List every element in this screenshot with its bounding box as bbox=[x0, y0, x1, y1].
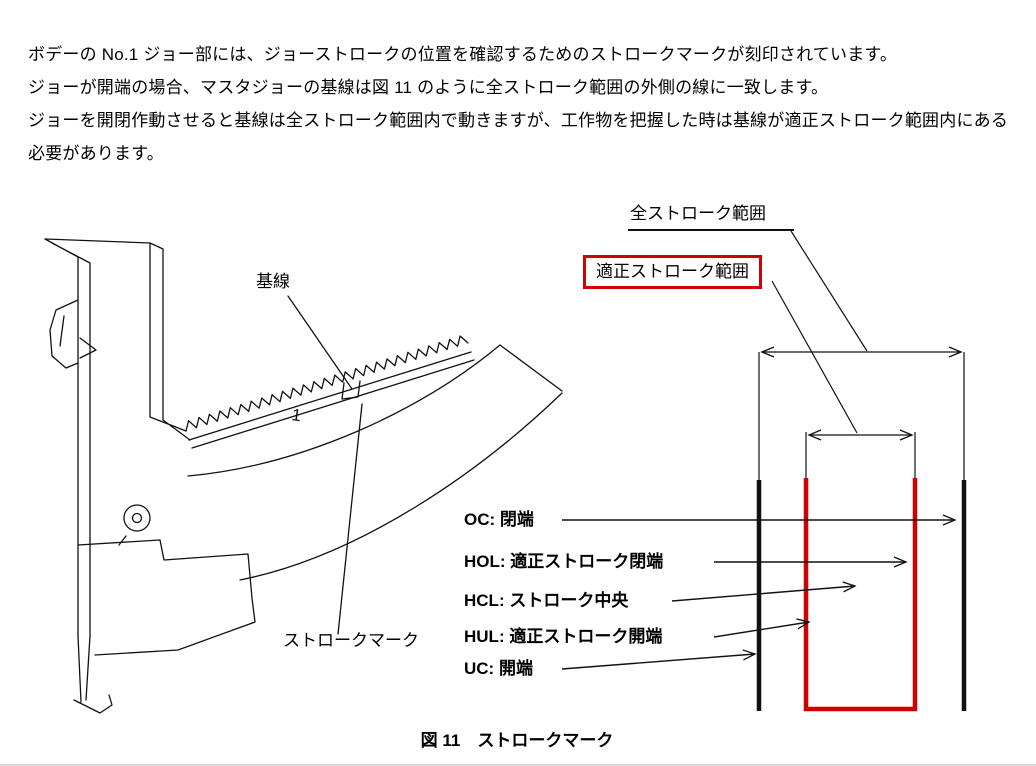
annotation-oc: OC: 閉端 bbox=[464, 510, 534, 529]
full-stroke-leader-line bbox=[790, 230, 868, 352]
hul-arrow bbox=[713, 618, 811, 638]
intro-text-block: ボデーの No.1 ジョー部には、ジョーストロークの位置を確認するためのストロー… bbox=[28, 38, 1016, 170]
full-stroke-range-label: 全ストローク範囲 bbox=[628, 204, 794, 231]
pin-hole-tick bbox=[118, 535, 127, 546]
proper-stroke-red-lines bbox=[803, 478, 918, 712]
pin-hole-inner bbox=[131, 512, 143, 524]
proper-stroke-leader-line bbox=[771, 280, 858, 434]
pin-hole-outer bbox=[123, 504, 151, 532]
jaw-right-strip bbox=[149, 242, 191, 441]
stroke-mark-numeral: 1 bbox=[290, 405, 302, 425]
uc-arrow bbox=[561, 649, 757, 670]
stroke-mark-glyph bbox=[341, 380, 361, 400]
stroke-mark-leader-line bbox=[337, 403, 363, 635]
jaw-block bbox=[77, 539, 256, 656]
serration-zigzag bbox=[185, 335, 469, 432]
annotation-uc: UC: 開端 bbox=[464, 659, 533, 678]
stroke-range-diagram bbox=[561, 230, 967, 712]
chuck-side-edge bbox=[499, 344, 563, 392]
baseline-label: 基線 bbox=[256, 272, 290, 291]
figure-caption: 図 11 ストロークマーク bbox=[420, 731, 614, 750]
annotation-hcl: HCL: ストローク中央 bbox=[464, 591, 629, 610]
baseline-leader-line bbox=[287, 295, 353, 390]
intro-paragraph-3: ジョーを開閉作動させると基線は全ストローク範囲内で動きますが、工作物を把握した時… bbox=[28, 111, 1009, 163]
extension-lines bbox=[758, 352, 965, 480]
jaw-top-edge bbox=[44, 238, 151, 244]
intro-paragraph-1: ボデーの No.1 ジョー部には、ジョーストロークの位置を確認するためのストロー… bbox=[28, 45, 898, 64]
chuck-jaw-illustration: 1 bbox=[44, 238, 563, 714]
hcl-arrow bbox=[671, 581, 857, 602]
jaw-foot bbox=[73, 635, 113, 714]
proper-stroke-range-label: 適正ストローク範囲 bbox=[583, 255, 762, 289]
jaw-hook bbox=[49, 299, 97, 369]
serration-band-lines bbox=[188, 351, 475, 449]
jaw-left-strip bbox=[44, 238, 91, 546]
intro-paragraph-2: ジョーが開端の場合、マスタジョーの基線は図 11 のように全ストローク範囲の外側… bbox=[28, 78, 829, 97]
annotation-hul: HUL: 適正ストローク開端 bbox=[464, 627, 663, 646]
annotation-hol: HOL: 適正ストローク閉端 bbox=[464, 552, 664, 571]
chuck-rim-arc bbox=[239, 392, 563, 581]
page-bottom-divider bbox=[0, 764, 1036, 766]
chuck-face-arc bbox=[187, 344, 501, 477]
stroke-mark-label: ストロークマーク bbox=[283, 631, 419, 650]
